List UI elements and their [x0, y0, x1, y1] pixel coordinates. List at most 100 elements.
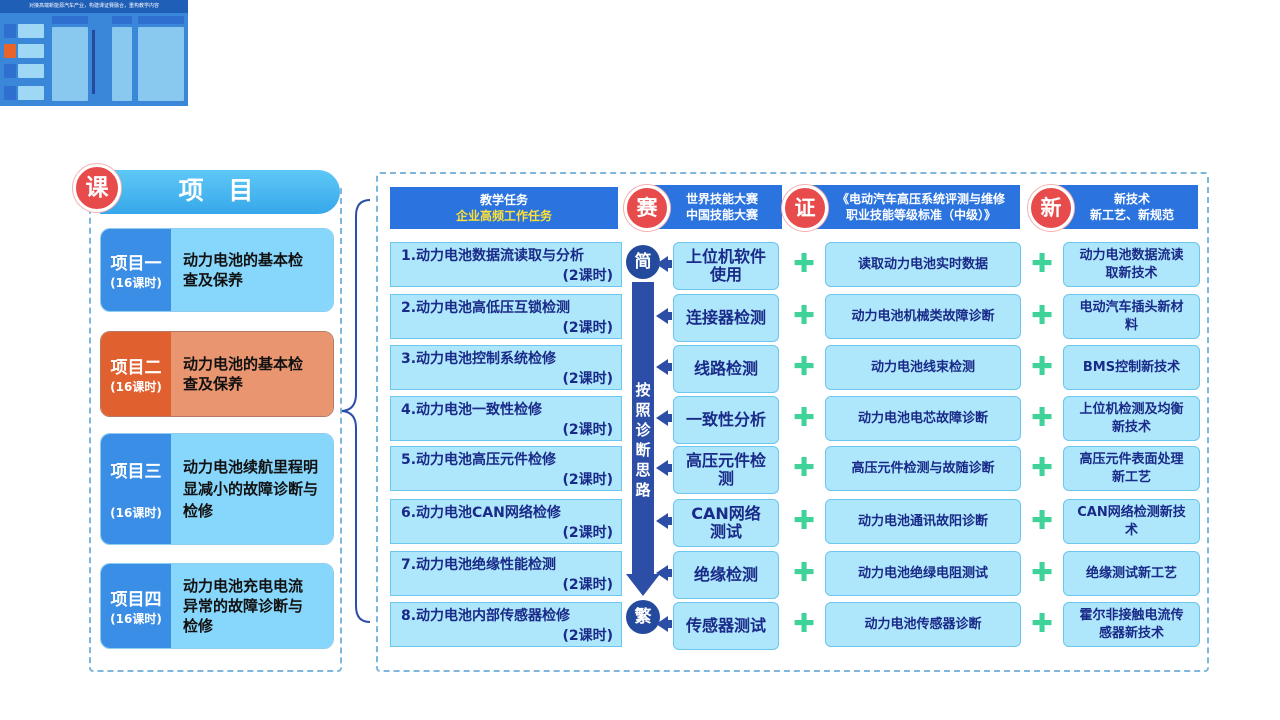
sai-cell: 线路检测 [673, 345, 779, 393]
project-title: 动力电池充电电流异常的故障诊断与检修 [171, 564, 333, 648]
task-item[interactable]: 3.动力电池控制系统检修 (2课时) [390, 345, 622, 390]
zheng-cell: 读取动力电池实时数据 [825, 242, 1021, 287]
flow-top-circle: 简 [626, 245, 660, 279]
xin-header-line2: 新工艺、新规范 [1089, 208, 1174, 222]
sai-cell: CAN网络测试 [673, 499, 779, 547]
project-card-3-left: 项目三 (16课时) [101, 434, 171, 544]
sai-cell: 连接器检测 [673, 294, 779, 342]
plus-icon: ✚ [793, 609, 815, 639]
plus-icon: ✚ [793, 352, 815, 382]
xin-cell: 绝缘测试新工艺 [1063, 551, 1200, 596]
task-title: 4.动力电池一致性检修 [401, 402, 543, 418]
plus-icon: ✚ [1031, 609, 1053, 639]
sai-header: 世界技能大赛 中国技能大赛 [650, 185, 782, 229]
task-hours: (2课时) [562, 577, 613, 593]
zheng-cell: 动力电池电芯故障诊断 [825, 396, 1021, 441]
project-hours: (16课时) [110, 380, 162, 394]
flow-arrow-icon [626, 574, 660, 596]
task-item[interactable]: 8.动力电池内部传感器检修 (2课时) [390, 602, 622, 647]
xin-header-line1: 新技术 [1113, 192, 1150, 206]
project-card-3[interactable]: 项目三 (16课时) 动力电池续航里程明显减小的故障诊断与检修 [100, 433, 334, 545]
task-header: 教学任务 企业高频工作任务 [390, 187, 618, 229]
zheng-header: 《电动汽车高压系统评测与维修 职业技能等级标准（中级）》 [810, 185, 1020, 229]
thumbnail-title: 对接高端新能源汽车产业，构建课证赛融合，重构教学内容 [0, 0, 188, 13]
task-panel [376, 172, 1209, 672]
arrow-left-icon [656, 565, 672, 581]
zheng-cell: 动力电池线束检测 [825, 345, 1021, 390]
sai-cell: 一致性分析 [673, 396, 779, 444]
task-header-line2: 企业高频工作任务 [455, 209, 552, 223]
task-title: 7.动力电池绝缘性能检测 [401, 557, 557, 573]
project-card-2[interactable]: 项目二 (16课时) 动力电池的基本检查及保养 [100, 331, 334, 417]
zheng-badge: 证 [782, 185, 828, 231]
plus-icon: ✚ [1031, 453, 1053, 483]
sai-cell: 上位机软件使用 [673, 242, 779, 290]
slide-thumbnail[interactable]: 对接高端新能源汽车产业，构建课证赛融合，重构教学内容 [0, 0, 188, 106]
project-card-1-left: 项目一 (16课时) [101, 229, 171, 311]
task-title: 8.动力电池内部传感器检修 [401, 608, 571, 624]
plus-icon: ✚ [1031, 249, 1053, 279]
sai-header-line1: 世界技能大赛 [685, 192, 758, 206]
plus-icon: ✚ [793, 558, 815, 588]
project-card-4[interactable]: 项目四 (16课时) 动力电池充电电流异常的故障诊断与检修 [100, 563, 334, 649]
sai-cell: 高压元件检测 [673, 446, 779, 494]
zheng-cell: 动力电池绝绿电阻测试 [825, 551, 1021, 596]
zheng-cell: 动力电池通讯故阳诊断 [825, 499, 1021, 544]
project-hours: (16课时) [110, 506, 162, 520]
plus-icon: ✚ [1031, 558, 1053, 588]
flow-bottom-circle: 繁 [626, 600, 660, 634]
arrow-left-icon [656, 460, 672, 476]
task-item[interactable]: 2.动力电池高低压互锁检测 (2课时) [390, 294, 622, 339]
project-num: 项目一 [110, 254, 162, 274]
xin-cell: 电动汽车插头新材料 [1063, 294, 1200, 339]
zheng-header-line2: 职业技能等级标准（中级）》 [845, 208, 996, 222]
xin-cell: CAN网络检测新技术 [1063, 499, 1200, 544]
plus-icon: ✚ [793, 403, 815, 433]
plus-icon: ✚ [793, 249, 815, 279]
plus-icon: ✚ [793, 301, 815, 331]
task-title: 3.动力电池控制系统检修 [401, 351, 557, 367]
project-num: 项目二 [110, 358, 162, 378]
xin-cell: 霍尔非接触电流传感器新技术 [1063, 602, 1200, 647]
project-header: 项 目 [100, 170, 340, 214]
project-card-2-left: 项目二 (16课时) [101, 332, 171, 416]
task-item[interactable]: 4.动力电池一致性检修 (2课时) [390, 396, 622, 441]
plus-icon: ✚ [1031, 301, 1053, 331]
plus-icon: ✚ [1031, 352, 1053, 382]
task-item[interactable]: 5.动力电池高压元件检修 (2课时) [390, 446, 622, 491]
xin-cell: 动力电池数据流读取新技术 [1063, 242, 1200, 287]
sai-badge: 赛 [624, 185, 670, 231]
arrow-left-icon [656, 513, 672, 529]
task-hours: (2课时) [562, 472, 613, 488]
project-card-4-left: 项目四 (16课时) [101, 564, 171, 648]
task-title: 5.动力电池高压元件检修 [401, 452, 557, 468]
xin-cell: 高压元件表面处理新工艺 [1063, 446, 1200, 491]
project-hours: (16课时) [110, 612, 162, 626]
project-title: 动力电池续航里程明显减小的故障诊断与检修 [171, 434, 333, 544]
arrow-left-icon [656, 308, 672, 324]
task-item[interactable]: 6.动力电池CAN网络检修 (2课时) [390, 499, 622, 544]
plus-icon: ✚ [1031, 403, 1053, 433]
xin-cell: 上位机检测及均衡新技术 [1063, 396, 1200, 441]
zheng-cell: 高压元件检测与故随诊断 [825, 446, 1021, 491]
task-item[interactable]: 1.动力电池数据流读取与分析 (2课时) [390, 242, 622, 287]
sai-cell: 绝缘检测 [673, 551, 779, 599]
zheng-cell: 动力电池传感器诊断 [825, 602, 1021, 647]
task-hours: (2课时) [562, 268, 613, 284]
ke-badge: 课 [73, 164, 121, 212]
project-card-1[interactable]: 项目一 (16课时) 动力电池的基本检查及保养 [100, 228, 334, 312]
project-title: 动力电池的基本检查及保养 [171, 229, 333, 311]
arrow-left-icon [656, 359, 672, 375]
flow-vertical-text: 按照诊断思路 [635, 381, 651, 499]
project-hours: (16课时) [110, 276, 162, 290]
sai-header-line2: 中国技能大赛 [685, 208, 758, 222]
task-hours: (2课时) [562, 628, 613, 644]
zheng-cell: 动力电池机械类故障诊断 [825, 294, 1021, 339]
task-item[interactable]: 7.动力电池绝缘性能检测 (2课时) [390, 551, 622, 596]
sai-cell: 传感器测试 [673, 602, 779, 650]
task-header-line1: 教学任务 [479, 193, 528, 207]
brace-icon [341, 199, 371, 623]
xin-cell: BMS控制新技术 [1063, 345, 1200, 390]
task-title: 1.动力电池数据流读取与分析 [401, 248, 585, 264]
task-title: 2.动力电池高低压互锁检测 [401, 300, 571, 316]
